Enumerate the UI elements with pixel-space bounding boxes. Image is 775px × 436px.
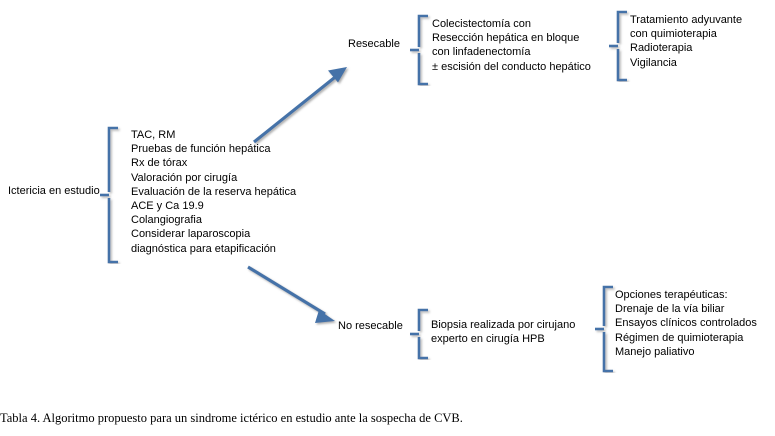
brace-workup	[100, 126, 118, 264]
node-palliative-options: Opciones terapéuticas: Drenaje de la vía…	[615, 289, 757, 358]
node-no-resecable-label: No resecable	[338, 320, 403, 332]
node-resecable-label: Resecable	[348, 38, 400, 50]
node-root-label: Ictericia en estudio	[8, 185, 100, 197]
figure-caption: Tabla 4. Algoritmo propuesto para un sin…	[0, 411, 463, 425]
node-biopsy: Biopsia realizada por cirujano experto e…	[431, 319, 576, 346]
arrow-to-no-resecable	[247, 265, 335, 323]
brace-biopsy	[410, 308, 428, 360]
node-adjuvant-therapy: Tratamiento adyuvante con quimioterapia …	[630, 14, 743, 69]
node-resectable-treatment: Colecistectomía con Resección hepática e…	[432, 18, 591, 73]
brace-adjuvant	[609, 10, 627, 82]
arrow-to-resecable	[253, 67, 347, 144]
brace-resectable-treatment	[410, 14, 428, 86]
node-workup-list: TAC, RM Pruebas de función hepática Rx d…	[131, 129, 297, 255]
brace-palliative-options	[595, 285, 613, 373]
